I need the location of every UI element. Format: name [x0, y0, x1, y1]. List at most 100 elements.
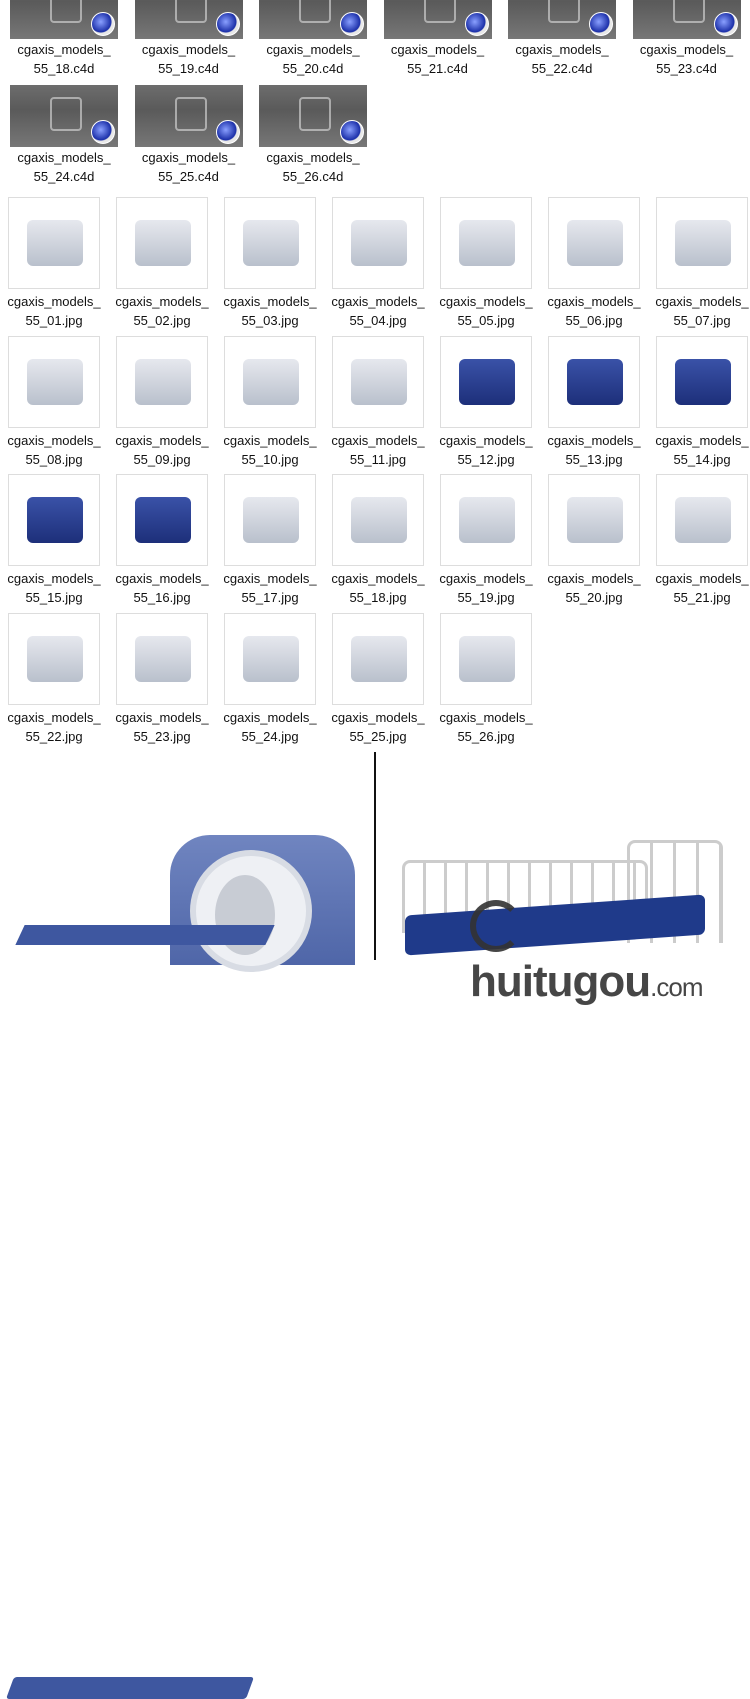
jpg-file-item[interactable]: cgaxis_models_55_15.jpg	[0, 474, 108, 607]
file-name: cgaxis_models_55_18.jpg	[324, 569, 432, 607]
file-thumbnail	[440, 335, 532, 428]
file-name-line1: cgaxis_models_	[547, 294, 641, 309]
file-thumbnail	[8, 197, 100, 289]
file-name: cgaxis_models_55_02.jpg	[108, 292, 216, 330]
model-preview	[174, 97, 207, 131]
cinema4d-icon	[464, 12, 489, 36]
jpg-file-item[interactable]: cgaxis_models_55_26.jpg	[432, 613, 540, 746]
file-name-line1: cgaxis_models_	[141, 150, 236, 165]
jpg-file-item[interactable]: cgaxis_models_55_16.jpg	[108, 474, 216, 607]
model-preview	[243, 497, 299, 544]
file-name: cgaxis_models_55_13.jpg	[540, 431, 648, 469]
file-name-line1: cgaxis_models_	[115, 571, 209, 587]
jpg-file-item[interactable]: cgaxis_models_ 55_01.jpg	[0, 197, 108, 330]
model-preview	[459, 497, 515, 544]
file-name: cgaxis_models_55_21.jpg	[648, 569, 750, 607]
jpg-file-item[interactable]: cgaxis_models_55_20.jpg	[540, 474, 648, 607]
file-name-line1: cgaxis_models_	[439, 294, 533, 309]
jpg-file-item[interactable]: cgaxis_models_55_03.jpg	[216, 197, 324, 330]
file-name-line1: cgaxis_models_	[266, 150, 360, 165]
model-preview	[351, 220, 407, 266]
file-name-line2: 55_01.jpg	[25, 313, 83, 328]
jpg-file-item[interactable]: cgaxis_models_55_22.jpg	[0, 613, 108, 746]
file-thumbnail	[134, 85, 243, 147]
file-thumbnail	[632, 0, 741, 39]
jpg-file-item[interactable]: cgaxis_models_55_19.jpg	[432, 474, 540, 607]
file-name-line2: 55_20.jpg	[565, 590, 623, 606]
c4d-file-item[interactable]: cgaxis_models_55_23.c4d	[632, 0, 741, 78]
file-thumbnail	[8, 613, 100, 706]
jpg-file-item[interactable]: cgaxis_models_55_06.jpg	[540, 197, 648, 330]
jpg-file-item[interactable]: cgaxis_models_55_10.jpg	[216, 335, 324, 469]
c4d-file-item[interactable]: cgaxis_models_55_21.c4d	[383, 0, 492, 78]
cinema4d-icon	[215, 12, 240, 36]
file-thumbnail	[548, 197, 640, 289]
file-thumbnail	[259, 0, 367, 39]
jpg-file-item[interactable]: cgaxis_models_55_14.jpg	[648, 335, 750, 469]
jpg-file-item[interactable]: cgaxis_models_55_08.jpg	[0, 335, 108, 469]
jpg-file-item[interactable]: cgaxis_models_55_18.jpg	[324, 474, 432, 607]
jpg-file-item[interactable]: cgaxis_models_55_02.jpg	[108, 197, 216, 330]
file-name-line1: cgaxis_models_	[115, 710, 209, 726]
model-preview	[672, 0, 705, 23]
file-name: cgaxis_models_55_26.c4d	[259, 148, 367, 186]
c4d-file-item[interactable]: cgaxis_models_55_26.c4d	[259, 85, 367, 186]
file-name-line1: cgaxis_models_	[7, 294, 101, 309]
file-name: cgaxis_models_55_20.c4d	[259, 40, 367, 78]
jpg-file-item[interactable]: cgaxis_models_55_09.jpg	[108, 335, 216, 469]
file-name-line1: cgaxis_models_	[515, 42, 609, 57]
jpg-file-item[interactable]: cgaxis_models_55_24.jpg	[216, 613, 324, 746]
c4d-file-item[interactable]: cgaxis_models_55_25.c4d	[134, 85, 243, 186]
model-preview	[135, 636, 191, 683]
file-name-line2: 55_21.jpg	[673, 590, 731, 606]
c4d-file-item[interactable]: cgaxis_models_55_18.c4d	[10, 0, 118, 78]
jpg-file-item[interactable]: cgaxis_models_55_21.jpg	[648, 474, 750, 607]
model-preview	[567, 220, 623, 266]
file-name: cgaxis_models_55_17.jpg	[216, 569, 324, 607]
c4d-file-item[interactable]: cgaxis_models_55_24.c4d	[10, 85, 118, 186]
jpg-file-item[interactable]: cgaxis_models_55_23.jpg	[108, 613, 216, 746]
model-preview	[50, 0, 82, 23]
file-name-line1: cgaxis_models_	[7, 432, 101, 448]
c4d-file-item[interactable]: cgaxis_models_55_20.c4d	[259, 0, 367, 78]
jpg-file-item[interactable]: cgaxis_models_55_13.jpg	[540, 335, 648, 469]
file-thumbnail	[224, 335, 316, 428]
cinema4d-icon	[215, 120, 240, 144]
model-preview	[27, 220, 83, 266]
model-preview	[351, 636, 407, 683]
jpg-file-item[interactable]: cgaxis_models_55_17.jpg	[216, 474, 324, 607]
file-name: cgaxis_models_ 55_05.jpg	[432, 292, 540, 330]
model-preview	[351, 497, 407, 544]
file-name-line1: cgaxis_models_	[115, 294, 209, 309]
file-name: cgaxis_models_55_15.jpg	[0, 569, 108, 607]
divider	[374, 752, 376, 960]
model-preview	[459, 220, 515, 266]
file-name: cgaxis_models_55_22.c4d	[508, 40, 616, 78]
jpg-file-item[interactable]: cgaxis_models_55_07.jpg	[648, 197, 750, 330]
file-name-line1: cgaxis_models_	[331, 710, 425, 726]
c4d-file-item[interactable]: cgaxis_models_55_22.c4d	[508, 0, 616, 78]
jpg-file-item[interactable]: cgaxis_models_55_11.jpg	[324, 335, 432, 469]
jpg-file-item[interactable]: cgaxis_models_ 55_05.jpg	[432, 197, 540, 330]
file-name: cgaxis_models_55_16.jpg	[108, 569, 216, 607]
file-name: cgaxis_models_55_14.jpg	[648, 431, 750, 469]
file-name: cgaxis_models_55_20.jpg	[540, 569, 648, 607]
file-thumbnail	[332, 613, 424, 706]
model-preview	[567, 497, 623, 544]
file-name: cgaxis_models_ 55_01.jpg	[0, 292, 108, 330]
c4d-file-item[interactable]: cgaxis_models_55_19.c4d	[134, 0, 243, 78]
file-name: cgaxis_models_55_08.jpg	[0, 431, 108, 469]
jpg-file-item[interactable]: cgaxis_models_55_04.jpg	[324, 197, 432, 330]
file-name-line2: 55_26.jpg	[457, 729, 515, 745]
file-name-line1: cgaxis_models_	[439, 571, 533, 587]
file-name-line2: 55_05.jpg	[457, 313, 515, 328]
watermark-logo-icon	[470, 900, 522, 952]
file-thumbnail	[440, 197, 532, 289]
jpg-file-item[interactable]: cgaxis_models_55_25.jpg	[324, 613, 432, 746]
file-name-line2: 55_24.c4d	[33, 169, 95, 184]
jpg-file-item[interactable]: cgaxis_models_55_12.jpg	[432, 335, 540, 469]
file-name-line2: 55_10.jpg	[241, 451, 299, 467]
file-thumbnail	[224, 474, 316, 567]
file-thumbnail	[332, 197, 424, 289]
file-name-line2: 55_24.jpg	[241, 729, 299, 745]
